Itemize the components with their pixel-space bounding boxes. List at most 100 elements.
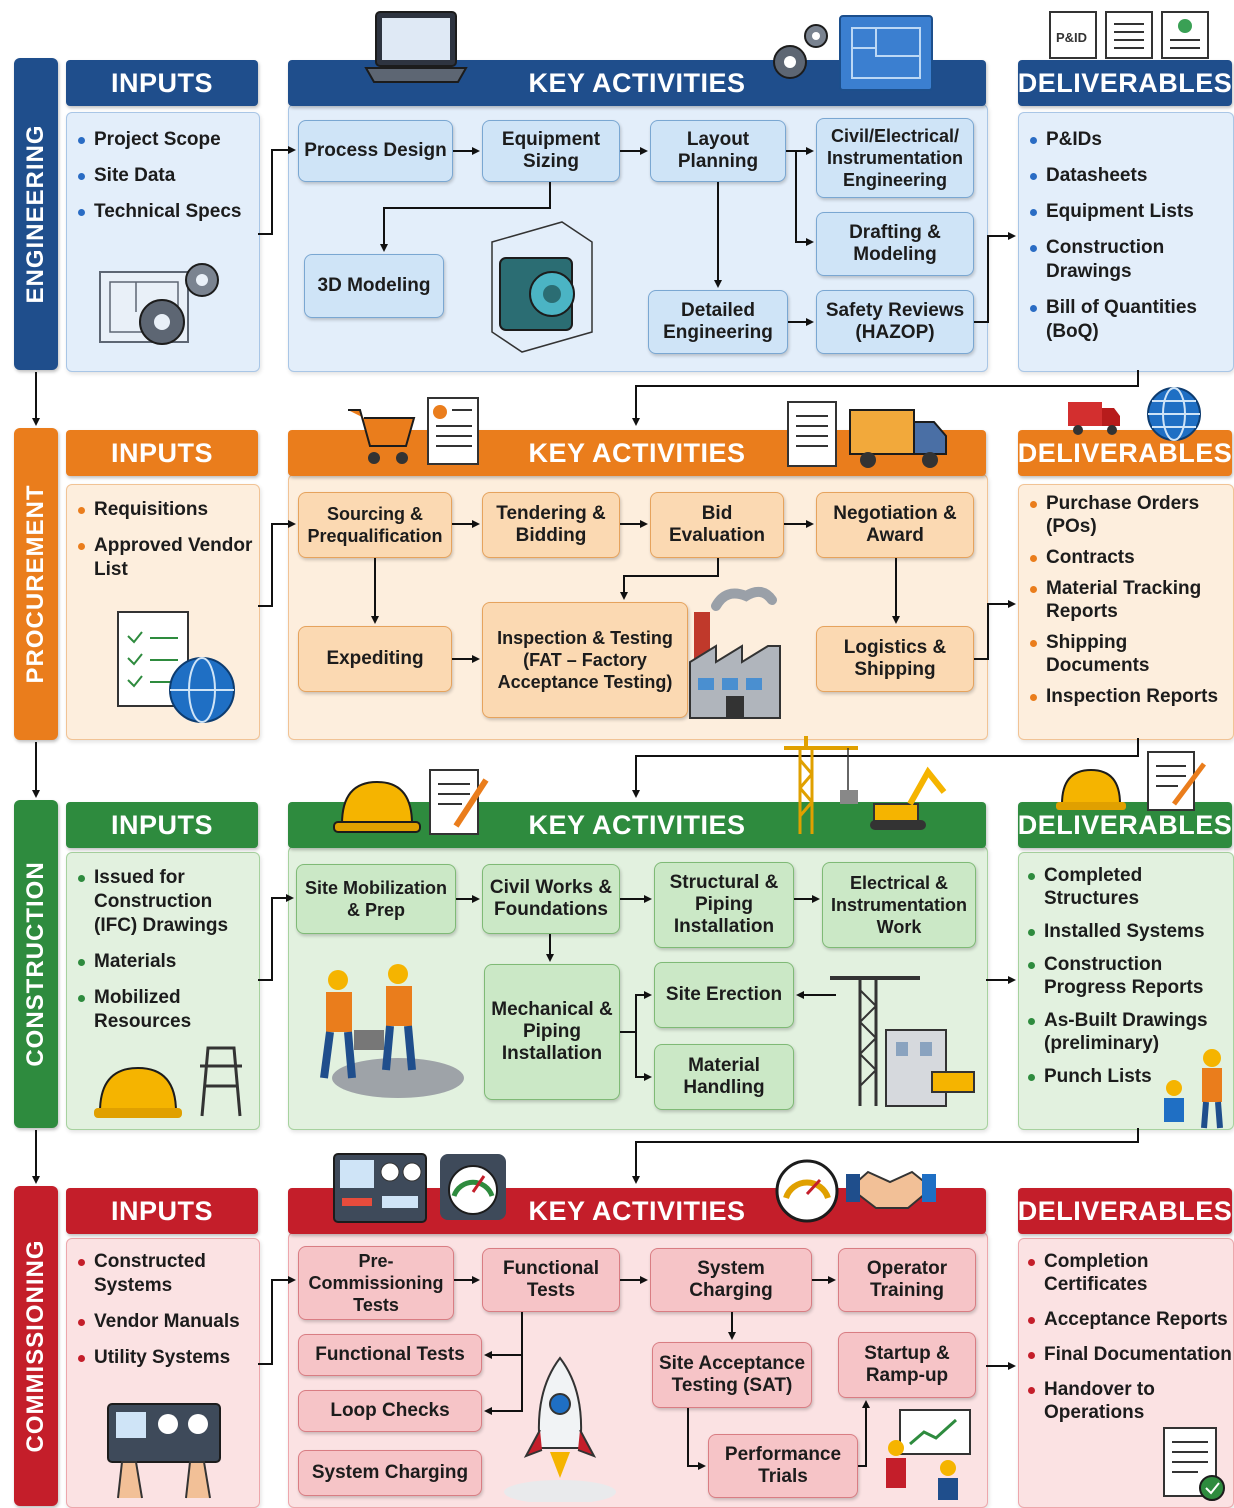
rocket-icon <box>504 1356 616 1502</box>
phase-label-commissioning: COMMISSIONING <box>22 1239 49 1453</box>
list-item: Materials <box>76 950 256 974</box>
list-item: Technical Specs <box>76 200 256 224</box>
procurement-inputs-list: Requisitions Approved Vendor List <box>76 498 256 594</box>
list-item: Punch Lists <box>1026 1065 1226 1088</box>
activity-site-mobilization: Site Mobilization & Prep <box>296 864 456 934</box>
engineering-inputs-header: INPUTS <box>66 60 258 106</box>
list-item: Acceptance Reports <box>1026 1308 1232 1331</box>
hands-control-panel-icon <box>107 1403 221 1499</box>
activity-electrical-instrumentation: Electrical & Instrumentation Work <box>822 862 976 948</box>
presentation-icon <box>886 1409 971 1500</box>
activity-layout-planning: Layout Planning <box>650 120 786 182</box>
gauge-icon <box>440 1154 506 1220</box>
phase-tab-commissioning: COMMISSIONING <box>14 1186 58 1506</box>
workers-concrete-icon <box>320 964 464 1098</box>
activity-safety-reviews: Safety Reviews (HAZOP) <box>816 290 974 354</box>
list-item: Mobilized Resources <box>76 986 256 1034</box>
globe-icon <box>1147 387 1201 441</box>
activity-bid-evaluation: Bid Evaluation <box>650 492 784 558</box>
list-item: Issued for Construction (IFC) Drawings <box>76 866 256 938</box>
list-item: P&IDs <box>1028 128 1228 152</box>
hard-hat-icon <box>333 780 421 833</box>
activity-system-charging-2: System Charging <box>298 1450 482 1496</box>
control-panel-icon <box>333 1153 427 1223</box>
activity-system-charging: System Charging <box>650 1248 812 1312</box>
list-item: Completed Structures <box>1026 864 1226 910</box>
activity-loop-checks: Loop Checks <box>298 1390 482 1432</box>
handshake-icon <box>846 1170 936 1209</box>
activity-operator-training: Operator Training <box>838 1248 976 1312</box>
hardhat-pylon-icon <box>94 1046 242 1118</box>
activity-site-acceptance-testing: Site Acceptance Testing (SAT) <box>652 1342 812 1408</box>
activity-mechanical-piping: Mechanical & Piping Installation <box>484 964 620 1100</box>
list-item: As-Built Drawings (preliminary) <box>1026 1009 1226 1055</box>
procurement-deliverables-panel <box>1018 484 1234 740</box>
3d-equipment-icon <box>491 221 593 353</box>
invoice-icon <box>427 397 479 465</box>
activity-3d-modeling: 3D Modeling <box>304 254 444 318</box>
activity-site-erection: Site Erection <box>654 962 794 1028</box>
commissioning-inputs-header: INPUTS <box>66 1188 258 1234</box>
activity-sourcing: Sourcing & Prequalification <box>298 492 452 558</box>
procurement-deliverables-header: DELIVERABLES <box>1018 430 1232 476</box>
activity-structural-piping: Structural & Piping Installation <box>654 862 794 948</box>
red-truck-icon <box>1068 402 1120 435</box>
engineering-inputs-list: Project Scope Site Data Technical Specs <box>76 128 256 236</box>
activity-material-handling: Material Handling <box>654 1044 794 1110</box>
contract-pen-icon <box>429 769 489 835</box>
activity-civil-works: Civil Works & Foundations <box>482 864 620 934</box>
activity-startup-rampup: Startup & Ramp-up <box>838 1332 976 1398</box>
construction-inputs-list: Issued for Construction (IFC) Drawings M… <box>76 866 256 1046</box>
procurement-inputs-header: INPUTS <box>66 430 258 476</box>
phase-tab-procurement: PROCUREMENT <box>14 428 58 740</box>
activity-detailed-engineering: Detailed Engineering <box>648 290 788 354</box>
document-icon <box>787 401 837 467</box>
excavator-icon <box>870 766 947 830</box>
activity-process-design: Process Design <box>298 120 453 182</box>
list-item: Constructed Systems <box>76 1250 256 1298</box>
commissioning-deliverables-header: DELIVERABLES <box>1018 1188 1232 1234</box>
phase-label-engineering: ENGINEERING <box>22 124 49 304</box>
construction-deliverables-panel <box>1018 852 1234 1130</box>
activity-equipment-sizing: Equipment Sizing <box>482 120 620 182</box>
activity-functional-tests-2: Functional Tests <box>298 1334 482 1376</box>
list-item: Contracts <box>1028 546 1228 569</box>
list-item: Installed Systems <box>1026 920 1226 943</box>
document-pen-icon <box>1147 751 1206 811</box>
list-item: Shipping Documents <box>1028 631 1228 677</box>
list-item: Construction Drawings <box>1028 236 1228 284</box>
factory-icon <box>689 586 781 719</box>
speedometer-icon <box>775 1159 839 1223</box>
engineering-deliverables-list: P&IDs Datasheets Equipment Lists Constru… <box>1028 128 1228 356</box>
delivery-truck-icon <box>849 409 947 468</box>
phase-label-procurement: PROCUREMENT <box>22 484 49 684</box>
list-item: Bill of Quantities (BoQ) <box>1028 296 1228 344</box>
phase-label-construction: CONSTRUCTION <box>22 861 49 1067</box>
list-item: Site Data <box>76 164 256 188</box>
blueprint-gear-icon <box>99 263 219 345</box>
activity-functional-tests: Functional Tests <box>482 1248 620 1312</box>
commissioning-deliverables-list: Completion Certificates Acceptance Repor… <box>1026 1250 1232 1436</box>
list-item: Datasheets <box>1028 164 1228 188</box>
list-item: Purchase Orders (POs) <box>1028 492 1228 538</box>
activity-logistics: Logistics & Shipping <box>816 626 974 692</box>
commissioning-inputs-list: Constructed Systems Vendor Manuals Utili… <box>76 1250 256 1382</box>
list-item: Approved Vendor List <box>76 534 256 582</box>
activity-pre-commissioning: Pre-Commissioning Tests <box>298 1246 454 1320</box>
activity-performance-trials: Performance Trials <box>708 1434 858 1498</box>
hardhat-small-icon <box>1056 768 1126 810</box>
gears-icon <box>773 24 828 79</box>
list-item: Material Tracking Reports <box>1028 577 1228 623</box>
list-item: Requisitions <box>76 498 256 522</box>
construction-deliverables-list: Completed Structures Installed Systems C… <box>1026 864 1226 1098</box>
activity-tendering: Tendering & Bidding <box>482 492 620 558</box>
laptop-icon <box>364 11 468 83</box>
engineering-deliverables-header: DELIVERABLES <box>1018 60 1232 106</box>
pid-doc-label: P&ID <box>1056 30 1087 45</box>
crane-building-icon <box>830 976 975 1107</box>
list-item: Handover to Operations <box>1026 1378 1232 1424</box>
tower-crane-icon <box>784 736 858 834</box>
activity-drafting-modeling: Drafting & Modeling <box>816 212 974 276</box>
phase-tab-engineering: ENGINEERING <box>14 58 58 370</box>
engineering-deliverables-panel <box>1018 112 1234 372</box>
